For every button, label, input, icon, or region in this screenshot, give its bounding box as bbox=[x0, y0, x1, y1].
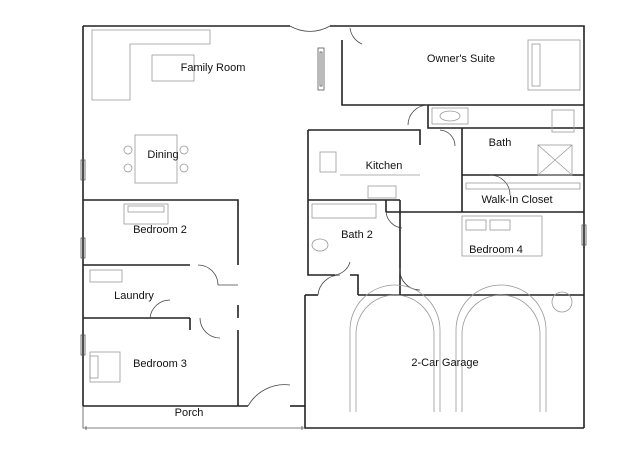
fixtures bbox=[89, 29, 581, 412]
walk-in-closet-label: Walk-In Closet bbox=[481, 194, 553, 206]
kitchen-label: Kitchen bbox=[365, 160, 403, 172]
windows bbox=[80, 47, 587, 356]
garage-label: 2-Car Garage bbox=[411, 357, 479, 369]
family-room-label: Family Room bbox=[180, 62, 246, 74]
interior-walls bbox=[83, 40, 584, 406]
owners-suite-label: Owner's Suite bbox=[426, 53, 496, 65]
bedroom-2-label: Bedroom 2 bbox=[133, 224, 187, 236]
dining-label: Dining bbox=[147, 149, 179, 161]
door-swings bbox=[149, 25, 511, 407]
bath-label: Bath bbox=[488, 137, 512, 149]
bedroom-3-label: Bedroom 3 bbox=[133, 358, 187, 370]
porch-label: Porch bbox=[174, 407, 204, 419]
laundry-label: Laundry bbox=[114, 290, 154, 302]
bedroom-4-label: Bedroom 4 bbox=[469, 244, 523, 256]
porch-outline bbox=[82, 406, 305, 430]
bath-2-label: Bath 2 bbox=[341, 229, 373, 241]
